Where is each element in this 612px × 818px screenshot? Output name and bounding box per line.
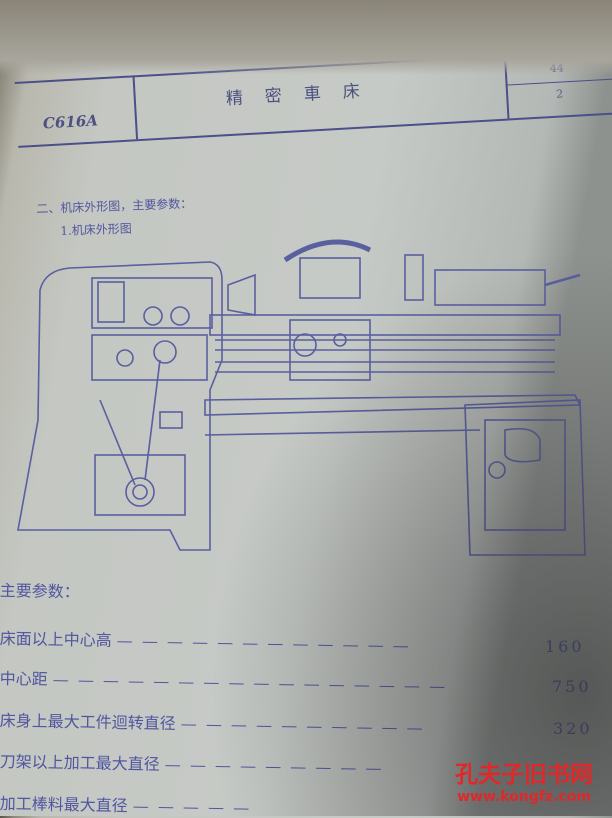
divider xyxy=(132,75,139,140)
watermark-url: www.kongfz.com xyxy=(457,789,591,805)
param-row: 加工棒料最大直径 — — — — — xyxy=(0,793,252,818)
param-value: 750 xyxy=(552,677,592,696)
chuck xyxy=(227,273,256,316)
section-heading: 二、机床外形图，主要参数： xyxy=(36,196,193,216)
gearbox xyxy=(91,277,213,329)
param-label: 床面以上中心高 xyxy=(0,628,112,650)
title-block: C616A 精密車床 44 2 xyxy=(14,36,612,150)
divider xyxy=(18,112,612,148)
param-value: 160 xyxy=(545,637,585,656)
watermark: 孔夫子旧书网 www.kongfz.com xyxy=(455,755,593,805)
param-label: 中心距 xyxy=(0,668,48,689)
lathe-bed xyxy=(209,314,561,336)
param-value: 320 xyxy=(553,719,593,738)
params-heading: 主要参数： xyxy=(0,577,80,602)
lathe-drawing xyxy=(17,239,586,556)
tool-post xyxy=(299,257,361,299)
sheet-number: 2 xyxy=(555,87,564,101)
model-number: C616A xyxy=(42,111,99,133)
tailstock xyxy=(434,269,546,306)
bed-rail xyxy=(204,394,582,416)
headstock-body xyxy=(17,261,223,551)
divider xyxy=(505,78,612,86)
tailstock-cabinet xyxy=(464,399,586,556)
watermark-name: 孔夫子旧书网 xyxy=(455,762,593,788)
param-label: 刀架以上加工最大直径 xyxy=(0,751,160,774)
param-row: 床身上最大工件迴转直径 — — — — — — — — — — xyxy=(0,710,425,738)
param-label: 床身上最大工件迴转直径 xyxy=(0,710,176,734)
param-row: 中心距 — — — — — — — — — — — — — — — — xyxy=(0,668,448,696)
page-number: 44 xyxy=(549,61,565,76)
divider xyxy=(503,54,510,119)
param-row: 床面以上中心高 — — — — — — — — — — — — xyxy=(0,628,411,656)
param-label: 加工棒料最大直径 xyxy=(0,793,128,816)
feed-box xyxy=(91,334,208,381)
document-title: 精密車床 xyxy=(225,80,383,110)
params-heading-text: 主要参数： xyxy=(0,580,80,602)
param-row: 刀架以上加工最大直径 — — — — — — — — — xyxy=(0,751,384,778)
